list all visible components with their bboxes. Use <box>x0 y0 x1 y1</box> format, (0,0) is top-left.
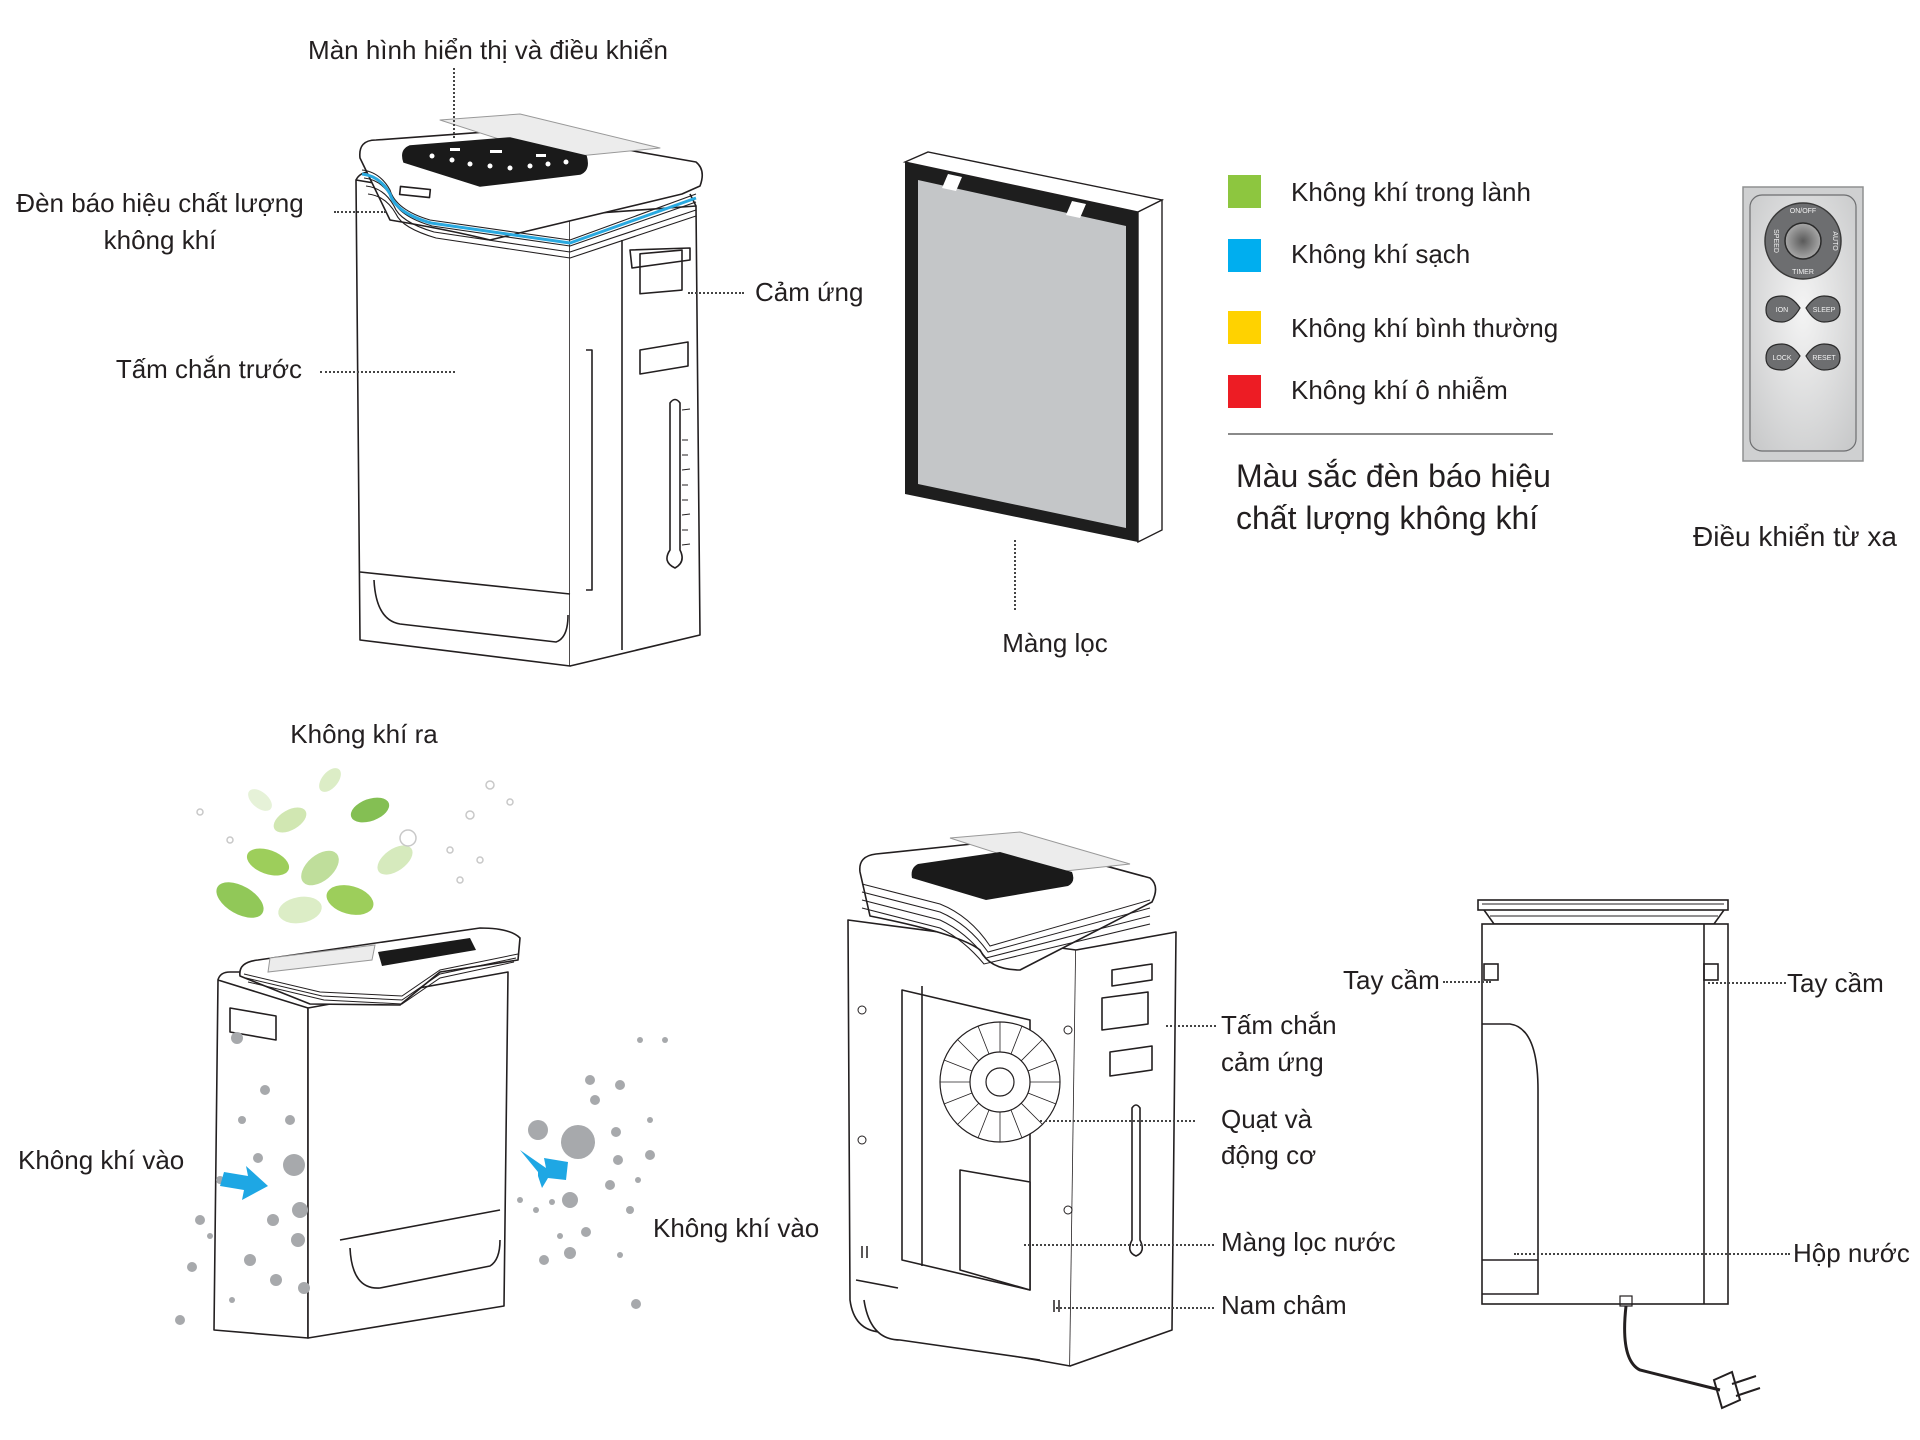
legend-label-normal: Không khí bình thường <box>1291 313 1559 343</box>
sensor-cover-leader <box>1166 1025 1216 1027</box>
front-cover-label: Tấm chắn trước <box>115 354 302 384</box>
remote-auto-label: AUTO <box>1831 231 1838 251</box>
side-body <box>1481 923 1729 1305</box>
sensor-cover-label-line2: cảm ứng <box>1221 1047 1324 1077</box>
handle-left-leader <box>1443 981 1491 983</box>
water-tank-leader <box>1514 1253 1790 1255</box>
air-in-arrow-right-icon <box>520 1150 568 1188</box>
remote-reset-label: RESET <box>1812 355 1836 362</box>
indicator-light-label-line1: Đèn báo hiệu chất lượng <box>16 188 304 218</box>
remote-label: Điều khiển từ xa <box>1693 521 1897 552</box>
legend-swatch-clean <box>1228 239 1261 272</box>
legend-swatch-fresh <box>1228 175 1261 208</box>
fan-icon <box>939 1021 1061 1143</box>
water-filter-label: Màng lọc nước <box>1221 1227 1396 1257</box>
indicator-light-strip <box>361 172 697 245</box>
magnet-icon <box>861 1246 1060 1312</box>
remote-ion-label: ION <box>1776 307 1788 314</box>
water-tank-outline <box>1482 1023 1539 1295</box>
leaves-icon <box>216 768 413 924</box>
purifier-airflow-illustration <box>175 768 668 1339</box>
remote-onoff-label: ON/OFF <box>1790 208 1816 215</box>
air-out-label: Không khí ra <box>290 719 438 749</box>
legend-label-fresh: Không khí trong lành <box>1291 177 1531 207</box>
air-in-arrow-left-icon <box>220 1166 268 1200</box>
sensor-cover-label-line1: Tấm chắn <box>1221 1010 1337 1040</box>
remote-control-illustration: ON/OFF TIMER SPEED AUTO ION SLEEP LOCK R… <box>1742 186 1864 462</box>
legend-swatch-polluted <box>1228 375 1261 408</box>
control-display <box>402 137 588 187</box>
handle-right-label: Tay cầm <box>1787 968 1884 998</box>
legend-label-clean: Không khí sạch <box>1291 239 1471 269</box>
handle-left-label: Tay cầm <box>1343 965 1440 995</box>
filter-illustration <box>902 151 1165 544</box>
purifier-interior-illustration <box>847 831 1177 1367</box>
remote-timer-label: TIMER <box>1792 269 1814 276</box>
remote-sleep-button[interactable]: SLEEP <box>1805 295 1841 323</box>
sensor-window <box>639 249 683 295</box>
remote-lock-button[interactable]: LOCK <box>1765 343 1801 371</box>
purifier-front-illustration <box>355 113 704 667</box>
power-cord <box>1623 1305 1721 1392</box>
legend-divider <box>1228 433 1553 435</box>
legend-swatch-normal <box>1228 311 1261 344</box>
remote-speed-label: SPEED <box>1772 229 1779 253</box>
filter-media <box>918 180 1126 528</box>
fan-motor-label-line1: Quạt và <box>1221 1104 1313 1134</box>
indicator-light-label-line2: không khí <box>103 225 217 255</box>
front-cover-leader <box>320 371 455 373</box>
remote-sleep-label: SLEEP <box>1813 307 1836 314</box>
filter-leader <box>1014 540 1016 610</box>
legend-label-polluted: Không khí ô nhiễm <box>1291 375 1508 405</box>
water-tank-label: Hộp nước <box>1793 1238 1910 1268</box>
remote-lock-label: LOCK <box>1772 355 1791 362</box>
handle-left-icon <box>1483 963 1499 981</box>
display-panel-label: Màn hình hiển thị và điều khiển <box>308 35 668 65</box>
fan-motor-leader <box>1040 1120 1195 1122</box>
magnet-label: Nam châm <box>1221 1290 1347 1320</box>
legend-title-line2: chất lượng không khí <box>1236 500 1539 536</box>
fan-motor-label-line2: động cơ <box>1221 1140 1317 1170</box>
magnet-leader <box>1056 1307 1214 1309</box>
handle-right-leader <box>1708 982 1786 984</box>
sensor-label: Cảm ứng <box>755 277 864 307</box>
sensor-leader <box>688 292 744 294</box>
filter-label: Màng lọc <box>1002 628 1108 658</box>
legend-title: Màu sắc đèn báo hiệu chất lượng không kh… <box>1236 455 1554 539</box>
display-panel-leader <box>453 68 455 138</box>
indicator-light-leader <box>334 211 386 213</box>
remote-center-button <box>1784 222 1822 260</box>
handle-right-icon <box>1703 963 1719 981</box>
air-in-right-label: Không khí vào <box>653 1213 820 1243</box>
water-filter-leader <box>1024 1244 1214 1246</box>
purifier-side-illustration <box>1477 899 1761 1410</box>
remote-ion-button[interactable]: ION <box>1765 295 1801 323</box>
legend-title-line1: Màu sắc đèn báo hiệu <box>1236 458 1551 494</box>
power-plug-icon <box>1712 1370 1761 1410</box>
remote-reset-button[interactable]: RESET <box>1805 343 1841 371</box>
air-in-left-label: Không khí vào <box>18 1145 185 1175</box>
